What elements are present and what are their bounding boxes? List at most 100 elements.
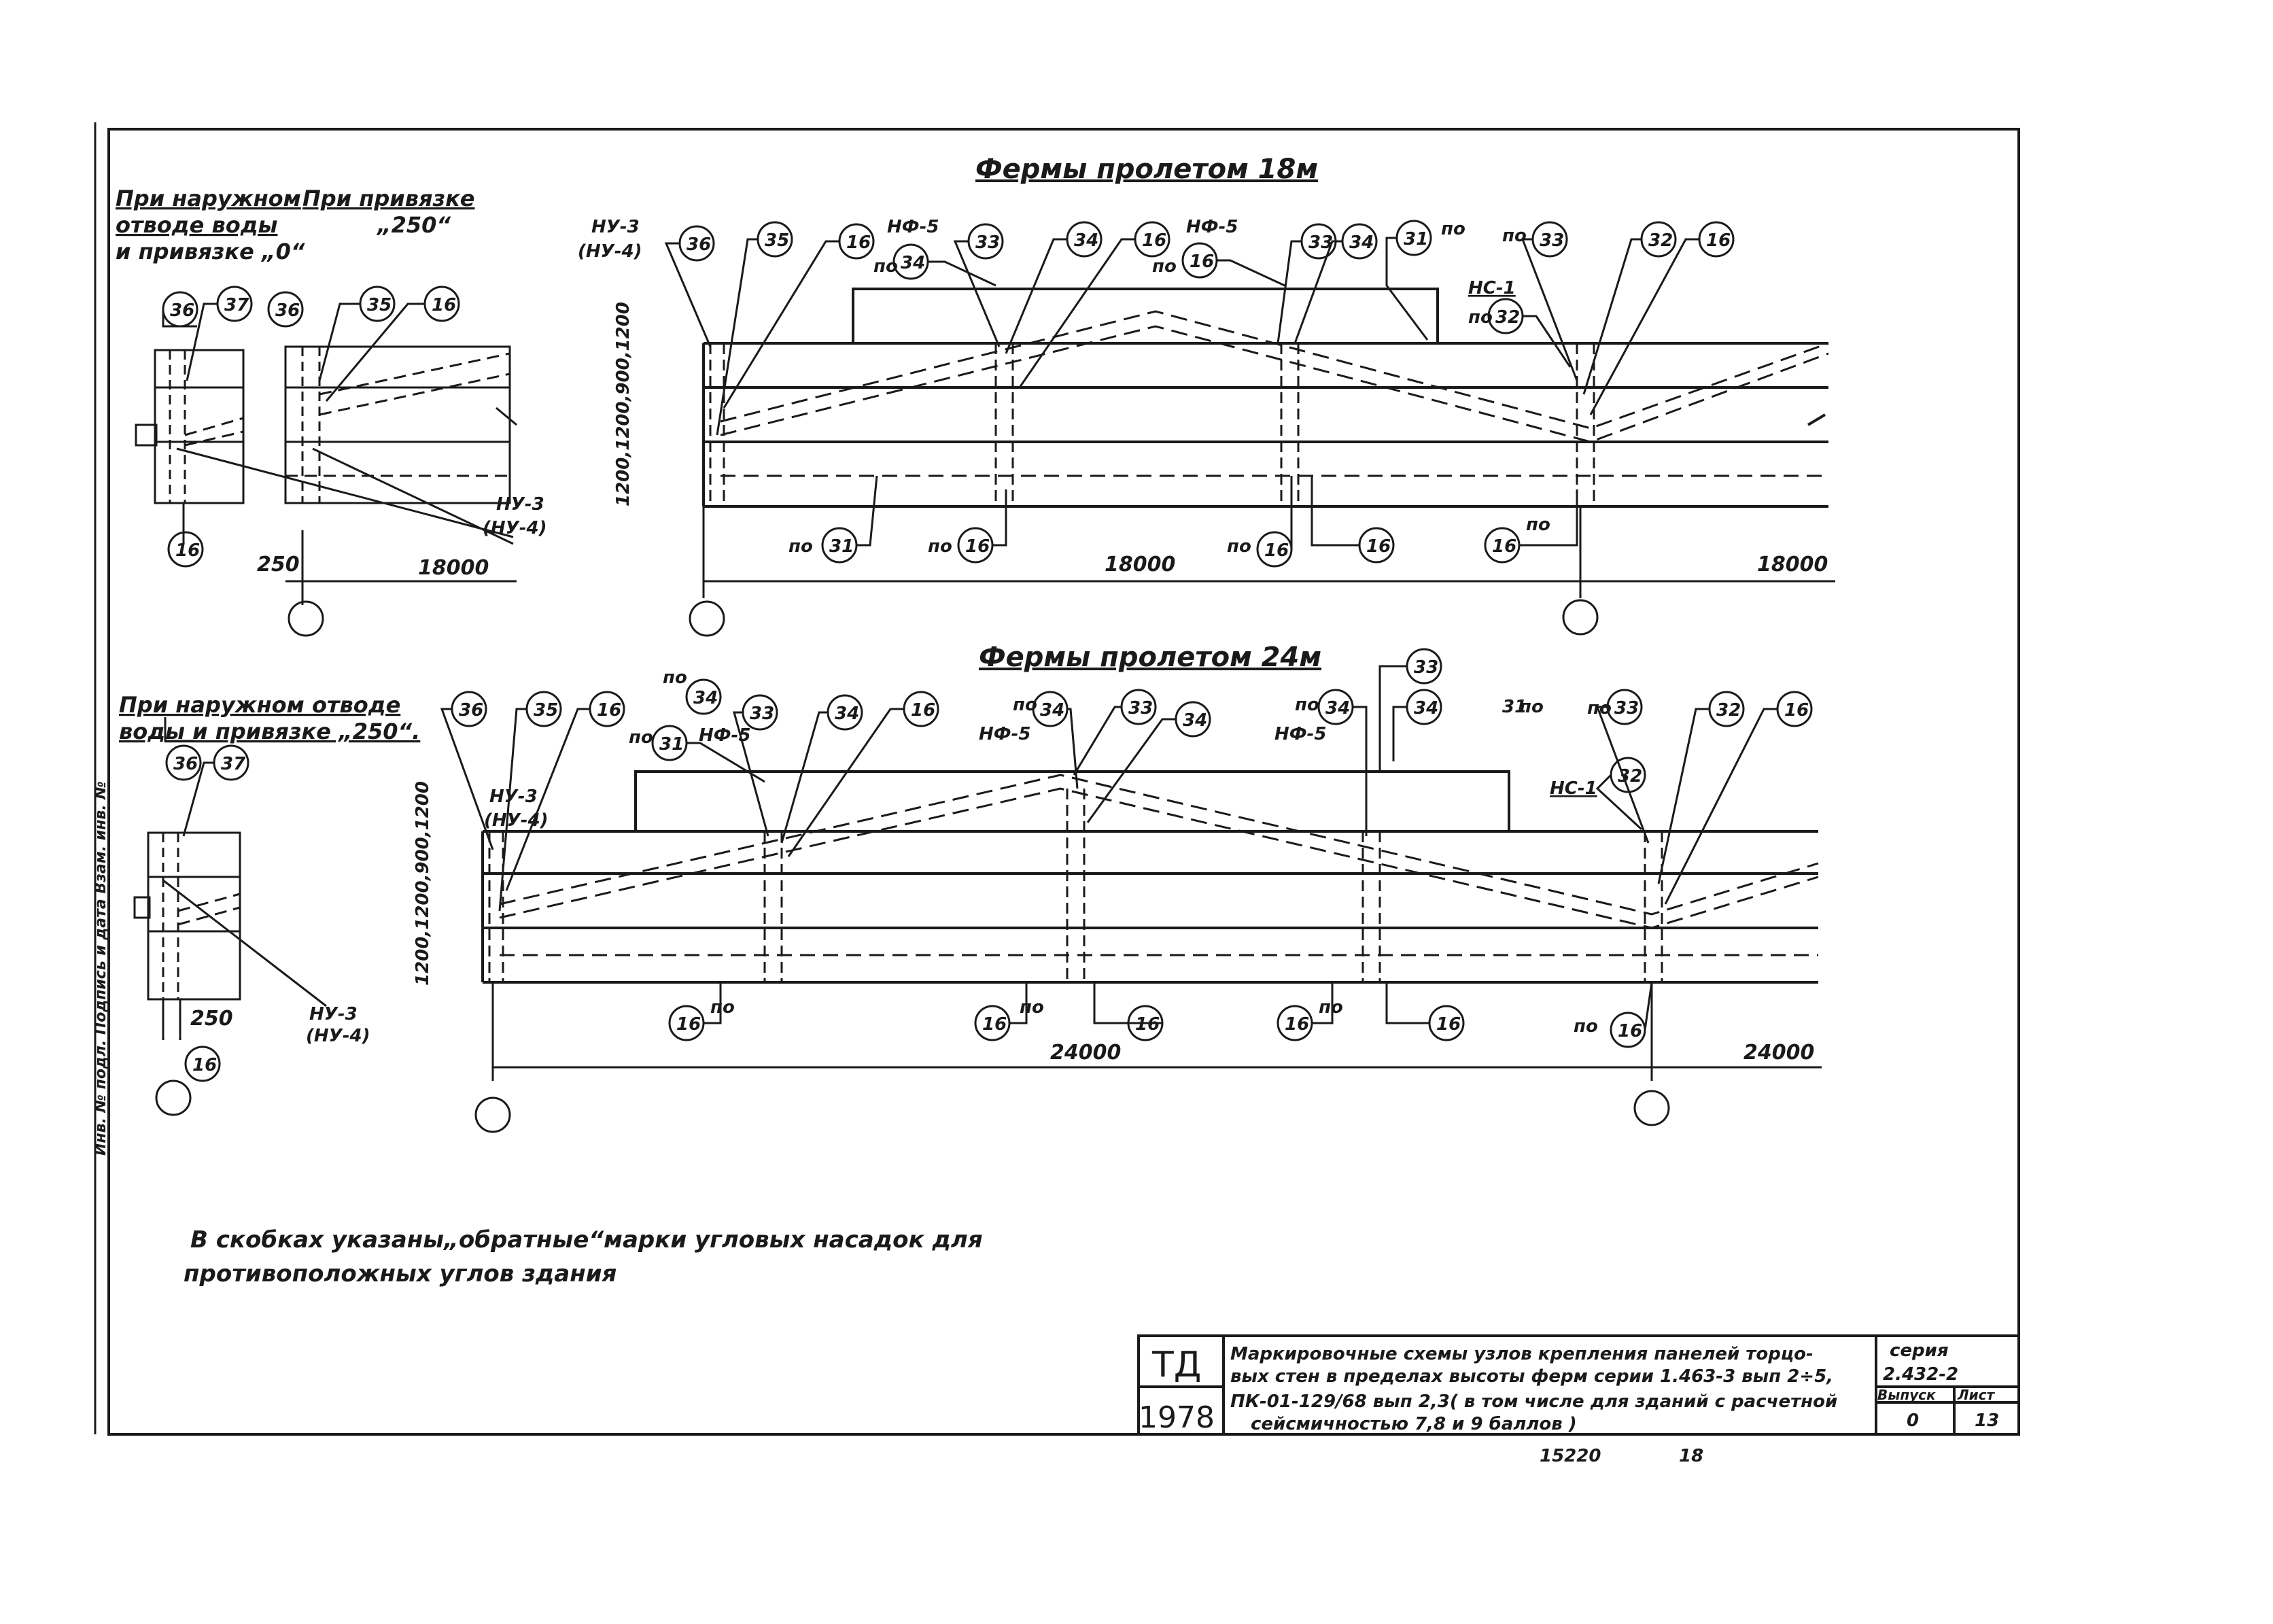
elevation-24 — [481, 770, 1822, 1081]
drawing-label-55: 33 — [1414, 657, 1438, 678]
side-stamp: Инв. № подл. Подпись и дата Взам. инв. № — [92, 781, 109, 1156]
drawing-label-14: 32 — [1495, 307, 1520, 328]
drawing-label-31: по — [928, 536, 952, 557]
caption-left18-a1: При наружном — [116, 186, 301, 211]
drawing-label-69: (НУ-4) — [484, 810, 548, 831]
tb-sheet-value: 13 — [1975, 1411, 1999, 1431]
left18-mark-36b: 36 — [275, 300, 300, 321]
drawing-label-70: НФ-5 — [699, 725, 750, 746]
drawing-label-62: по — [663, 668, 687, 688]
drawing-label-49: 34 — [835, 704, 859, 724]
drawing-label-30: по — [788, 536, 813, 557]
drawing-label-65: по — [1295, 695, 1319, 715]
caption-left24-2: воды и привязке „250“. — [119, 719, 420, 744]
tb-desc-4: сейсмичностью 7,8 и 9 баллов ) — [1251, 1414, 1577, 1434]
drawing-label-11: 16 — [1706, 230, 1731, 251]
tb-year: 1978 — [1139, 1400, 1215, 1435]
drawing-label-28: 16 — [1366, 536, 1391, 557]
title-truss-24: Фермы пролетом 24м — [979, 642, 1321, 673]
drawing-label-43: 36 — [459, 700, 483, 721]
drawing-label-77: 16 — [1285, 1014, 1309, 1035]
axis-circle-18-a — [689, 600, 725, 637]
drawing-label-68: НУ-3 — [489, 787, 538, 807]
drawing-label-81: по — [1020, 997, 1044, 1018]
note-line-2: противоположных углов здания — [184, 1260, 617, 1288]
drawing-label-54: 34 — [1325, 698, 1350, 719]
elevation-24-texts: 36 35 16 31 34 33 34 16 34 33 34 34 33 3… — [413, 657, 1814, 1065]
drawing-label-7: 34 — [1349, 232, 1374, 253]
mark-circle-20 — [165, 744, 202, 781]
drawing-label-22: НФ-5 — [887, 217, 939, 237]
tb-archive-sheet: 18 — [1679, 1446, 1703, 1466]
drawing-label-78: 16 — [1436, 1014, 1461, 1035]
detail-left18 — [135, 345, 517, 605]
tb-desc-2: вых стен в пределах высоты ферм серии 1.… — [1230, 1366, 1833, 1387]
drawing-label-76: 16 — [1135, 1014, 1160, 1035]
sheet-frame — [107, 128, 2020, 1436]
drawing-label-53: 34 — [1183, 710, 1207, 731]
drawing-label-25: 31 — [829, 536, 854, 557]
drawing-label-66: по — [1519, 697, 1544, 717]
tb-series-label: серия — [1890, 1341, 1949, 1361]
drawing-label-9: 33 — [1540, 230, 1564, 251]
drawing-label-73: НС-1 — [1550, 778, 1597, 799]
drawing-label-52: 33 — [1128, 698, 1153, 719]
drawing-label-60: 16 — [1784, 700, 1809, 721]
drawing-label-16: по — [1152, 256, 1177, 277]
drawing-label-34: 18000 — [1105, 553, 1175, 576]
drawing-label-80: по — [710, 997, 735, 1018]
drawing-label-39: 16 — [192, 1055, 217, 1075]
drawing-label-38: 37 — [221, 754, 246, 774]
drawing-label-20: НУ-3 — [591, 217, 640, 237]
drawing-label-58: 33 — [1614, 698, 1639, 719]
drawing-label-83: по — [1574, 1016, 1598, 1037]
drawing-label-36: 1200,1200,900,1200 — [613, 302, 634, 506]
title-truss-18: Фермы пролетом 18м — [975, 154, 1318, 185]
tb-series-value: 2.432-2 — [1883, 1364, 1958, 1385]
drawing-label-18: по — [1502, 226, 1527, 246]
note-line-1: В скобках указаны„обратные“марки угловых… — [190, 1226, 983, 1254]
detail-left24 — [133, 717, 327, 1116]
drawing-label-21: (НУ-4) — [578, 241, 642, 262]
caption-left18-b2: „250“ — [376, 212, 451, 238]
drawing-label-82: по — [1319, 997, 1343, 1018]
left18-mark-37: 37 — [224, 295, 249, 315]
left18-hu4: (НУ-4) — [483, 518, 546, 538]
tb-issue-value: 0 — [1907, 1411, 1919, 1431]
tb-desc-3: ПК-01-129/68 вып 2,3( в том числе для зд… — [1230, 1392, 1837, 1412]
caption-left24-1: При наружном отводе — [119, 692, 400, 718]
drawing-label-57: 31 — [1502, 697, 1527, 717]
drawing-label-46: 31 — [659, 734, 684, 755]
drawing-label-0: 36 — [687, 235, 711, 255]
axis-circle-left24 — [155, 1079, 192, 1116]
axis-circle-left18 — [288, 600, 324, 637]
drawing-label-8: 31 — [1404, 229, 1428, 249]
mark-36-b — [267, 291, 304, 328]
drawing-label-64: по — [1013, 695, 1037, 715]
tb-issue-label: Выпуск — [1877, 1387, 1936, 1403]
drawing-label-26: 16 — [965, 536, 990, 557]
drawing-label-40: НУ-3 — [309, 1004, 358, 1024]
mark-circle-27 — [685, 678, 722, 715]
caption-left18-a2: отводе воды — [116, 212, 278, 238]
drawing-label-23: НФ-5 — [1186, 217, 1238, 237]
drawing-label-79: 16 — [1618, 1021, 1642, 1041]
drawing-label-50: 16 — [911, 700, 935, 721]
drawing-label-84: 24000 — [1050, 1041, 1121, 1065]
drawing-label-29: 16 — [1492, 536, 1516, 557]
drawing-label-24: НС-1 — [1468, 278, 1516, 298]
axis-circle-24-b — [1633, 1090, 1670, 1126]
drawing-label-10: 32 — [1648, 230, 1673, 251]
title-block — [1137, 1334, 2020, 1436]
drawing-label-3: 33 — [975, 232, 1000, 253]
drawing-label-13: 16 — [1190, 252, 1214, 272]
drawing-label-51: 34 — [1040, 700, 1064, 721]
drawing-label-27: 16 — [1264, 540, 1289, 561]
drawing-label-41: (НУ-4) — [306, 1026, 370, 1046]
drawing-label-72: НФ-5 — [1274, 724, 1326, 744]
left18-dim-offset: 250 — [257, 553, 300, 576]
drawing-label-19: по — [1468, 307, 1493, 328]
drawing-label-45: 16 — [597, 700, 621, 721]
drawing-label-35: 18000 — [1757, 553, 1828, 576]
